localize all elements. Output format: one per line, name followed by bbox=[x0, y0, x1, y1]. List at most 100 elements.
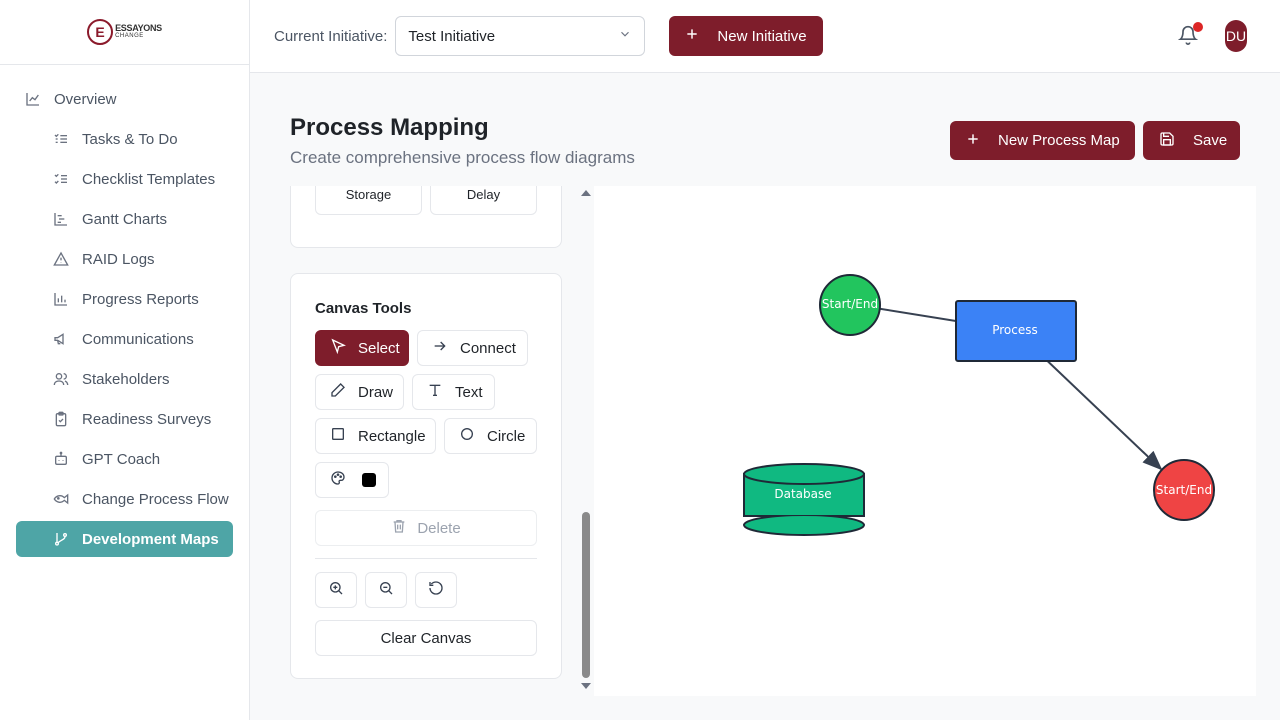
gantt-icon bbox=[52, 210, 70, 228]
circle-icon bbox=[459, 426, 475, 446]
trash-icon bbox=[391, 518, 407, 538]
shape-storage-button[interactable]: Storage bbox=[315, 186, 422, 215]
node-start[interactable]: Start/End bbox=[819, 274, 881, 336]
fish-icon bbox=[52, 490, 70, 508]
draw-tool-label: Draw bbox=[358, 383, 394, 401]
zoom-out-icon bbox=[378, 580, 394, 601]
select-tool-button[interactable]: Select bbox=[315, 330, 409, 366]
divider bbox=[315, 558, 537, 559]
shape-delay-label: Delay bbox=[466, 187, 501, 202]
sidebar-item-label: Development Maps bbox=[82, 530, 219, 548]
sidebar-item-label: Overview bbox=[54, 90, 117, 108]
sidebar-item-label: Stakeholders bbox=[82, 370, 170, 388]
page-title: Process Mapping bbox=[290, 114, 489, 141]
sidebar-item-checklist-templates[interactable]: Checklist Templates bbox=[16, 161, 233, 197]
connect-tool-label: Connect bbox=[460, 339, 516, 357]
circle-tool-button[interactable]: Circle bbox=[444, 418, 537, 454]
node-start-label: Start/End bbox=[822, 297, 878, 311]
notification-dot bbox=[1193, 22, 1203, 32]
sidebar-item-label: Communications bbox=[82, 330, 194, 348]
new-initiative-label: New Initiative bbox=[717, 27, 807, 45]
users-icon bbox=[52, 370, 70, 388]
initiative-select-value: Test Initiative bbox=[408, 27, 496, 45]
sidebar-item-overview[interactable]: Overview bbox=[16, 81, 233, 117]
list-checks-icon bbox=[52, 170, 70, 188]
sidebar-item-readiness-surveys[interactable]: Readiness Surveys bbox=[16, 401, 233, 437]
brand-name: ESSAYONS bbox=[115, 23, 162, 33]
page-subtitle: Create comprehensive process flow diagra… bbox=[290, 148, 635, 167]
circle-tool-label: Circle bbox=[487, 427, 526, 445]
top-bar: Current Initiative: Test Initiative New … bbox=[250, 0, 1280, 73]
sidebar-item-progress-reports[interactable]: Progress Reports bbox=[16, 281, 233, 317]
megaphone-icon bbox=[52, 330, 70, 348]
rectangle-tool-button[interactable]: Rectangle bbox=[315, 418, 436, 454]
new-process-map-button[interactable]: New Process Map bbox=[950, 121, 1135, 160]
sidebar-item-tasks[interactable]: Tasks & To Do bbox=[16, 121, 233, 157]
palette-icon bbox=[330, 470, 346, 490]
node-process[interactable]: Process bbox=[955, 300, 1077, 362]
sidebar-item-raid-logs[interactable]: RAID Logs bbox=[16, 241, 233, 277]
arrow-right-icon bbox=[432, 338, 448, 358]
clear-canvas-button[interactable]: Clear Canvas bbox=[315, 620, 537, 656]
rotate-ccw-icon bbox=[428, 580, 444, 601]
cursor-icon bbox=[330, 338, 346, 358]
canvas-svg[interactable]: Start/End Process Start/End Database bbox=[594, 186, 1256, 696]
color-picker-button[interactable] bbox=[315, 462, 389, 498]
square-icon bbox=[330, 426, 346, 446]
select-tool-label: Select bbox=[358, 339, 400, 357]
plus-icon bbox=[685, 27, 699, 45]
initiative-select[interactable]: Test Initiative bbox=[395, 16, 646, 56]
sidebar-item-development-maps[interactable]: Development Maps bbox=[16, 521, 233, 557]
brand-logo[interactable]: E ESSAYONS CHANGE bbox=[87, 19, 162, 45]
zoom-in-button[interactable] bbox=[315, 572, 357, 608]
scroll-up-arrow[interactable] bbox=[581, 190, 591, 196]
pencil-icon bbox=[330, 382, 346, 402]
sidebar-item-label: Progress Reports bbox=[82, 290, 199, 308]
sidebar-item-communications[interactable]: Communications bbox=[16, 321, 233, 357]
delete-button[interactable]: Delete bbox=[315, 510, 537, 546]
bot-icon bbox=[52, 450, 70, 468]
sidebar-item-label: Change Process Flow bbox=[82, 490, 229, 508]
connect-tool-button[interactable]: Connect bbox=[417, 330, 528, 366]
node-end[interactable]: Start/End bbox=[1153, 459, 1215, 521]
save-label: Save bbox=[1193, 132, 1228, 149]
sidebar-item-label: GPT Coach bbox=[82, 450, 161, 468]
process-canvas[interactable]: Start/End Process Start/End Database bbox=[594, 186, 1256, 696]
reset-view-button[interactable] bbox=[415, 572, 457, 608]
canvas-tools-title: Canvas Tools bbox=[315, 300, 412, 317]
tools-scrollbar[interactable] bbox=[578, 186, 594, 696]
new-initiative-button[interactable]: New Initiative bbox=[669, 16, 824, 56]
node-process-label: Process bbox=[992, 323, 1038, 337]
text-icon bbox=[427, 382, 443, 402]
sidebar-item-change-process-flow[interactable]: Change Process Flow bbox=[16, 481, 233, 517]
sidebar-item-label: Checklist Templates bbox=[82, 170, 216, 188]
sidebar-item-stakeholders[interactable]: Stakeholders bbox=[16, 361, 233, 397]
zoom-out-button[interactable] bbox=[365, 572, 407, 608]
scroll-thumb[interactable] bbox=[582, 512, 590, 678]
draw-tool-button[interactable]: Draw bbox=[315, 374, 404, 410]
rectangle-tool-label: Rectangle bbox=[358, 427, 426, 445]
sidebar-item-gpt-coach[interactable]: GPT Coach bbox=[16, 441, 233, 477]
shape-delay-button[interactable]: Delay bbox=[430, 186, 537, 215]
logo-area: E ESSAYONS CHANGE bbox=[0, 0, 249, 65]
sidebar-item-label: Tasks & To Do bbox=[82, 130, 178, 148]
shape-storage-label: Storage bbox=[345, 187, 392, 202]
save-button[interactable]: Save bbox=[1143, 121, 1240, 160]
chevron-down-icon bbox=[618, 27, 632, 45]
logo-mark: E bbox=[87, 19, 114, 45]
canvas-tools-card: Canvas Tools Select Connect Draw Text Re… bbox=[290, 273, 562, 679]
text-tool-button[interactable]: Text bbox=[412, 374, 495, 410]
bell-icon[interactable] bbox=[1177, 24, 1202, 48]
sidebar-nav: Overview Tasks & To Do Checklist Templat… bbox=[0, 65, 249, 557]
zoom-in-icon bbox=[328, 580, 344, 601]
sidebar-item-gantt-charts[interactable]: Gantt Charts bbox=[16, 201, 233, 237]
plus-icon bbox=[966, 132, 980, 150]
scroll-down-arrow[interactable] bbox=[581, 683, 591, 689]
list-check-icon bbox=[52, 130, 70, 148]
git-branch-icon bbox=[52, 530, 70, 548]
node-database[interactable]: Database bbox=[743, 463, 865, 536]
sidebar-item-label: Gantt Charts bbox=[82, 210, 168, 228]
text-tool-label: Text bbox=[455, 383, 483, 401]
warning-triangle-icon bbox=[52, 250, 70, 268]
avatar[interactable]: DU bbox=[1225, 20, 1247, 52]
